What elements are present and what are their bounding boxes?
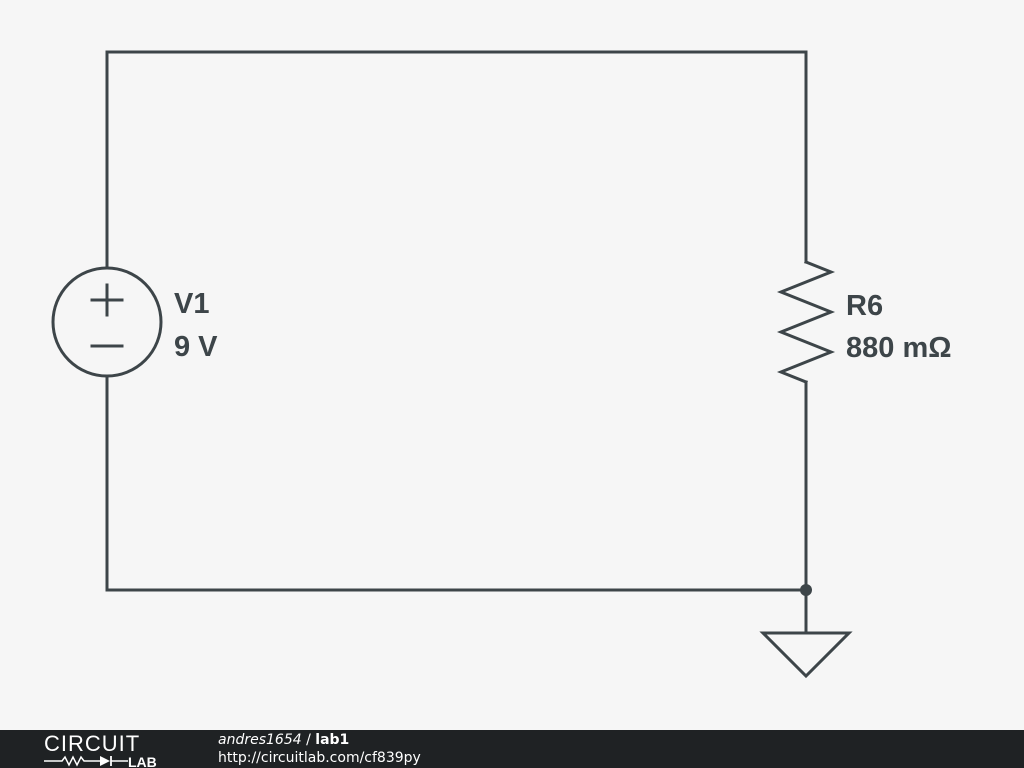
logo-diode-icon <box>100 756 110 766</box>
resistor-r6[interactable] <box>776 260 836 384</box>
logo-text-lab: LAB <box>128 754 157 768</box>
junction-node <box>800 584 812 596</box>
author-link[interactable]: andres1654 <box>218 732 302 748</box>
v1-value: 9 V <box>174 331 218 363</box>
schematic-canvas: V1 9 V R6 880 mΩ <box>51 50 951 679</box>
circuitlab-logo[interactable]: CIRCUIT LAB <box>44 730 174 768</box>
project-link[interactable]: lab1 <box>315 732 350 748</box>
wire-bottom-loop <box>105 374 808 592</box>
v1-designator: V1 <box>174 288 209 320</box>
project-info: andres1654 / lab1 http://circuitlab.com/… <box>218 731 421 767</box>
path-separator: / <box>301 732 316 748</box>
wire-top-loop <box>105 50 808 270</box>
project-url[interactable]: http://circuitlab.com/cf839py <box>218 750 421 766</box>
logo-text-circuit: CIRCUIT <box>44 731 140 756</box>
voltage-source-v1[interactable] <box>51 266 163 378</box>
r6-value: 880 mΩ <box>846 332 951 364</box>
footer-bar: CIRCUIT LAB andres1654 / lab1 http://cir… <box>0 730 1024 768</box>
voltage-source-body <box>51 266 163 378</box>
r6-designator: R6 <box>846 290 883 322</box>
resistor-zigzag <box>776 260 836 384</box>
logo-resistor-icon <box>44 755 100 767</box>
project-path: andres1654 / lab1 <box>218 731 421 749</box>
ground-icon[interactable] <box>759 631 853 679</box>
